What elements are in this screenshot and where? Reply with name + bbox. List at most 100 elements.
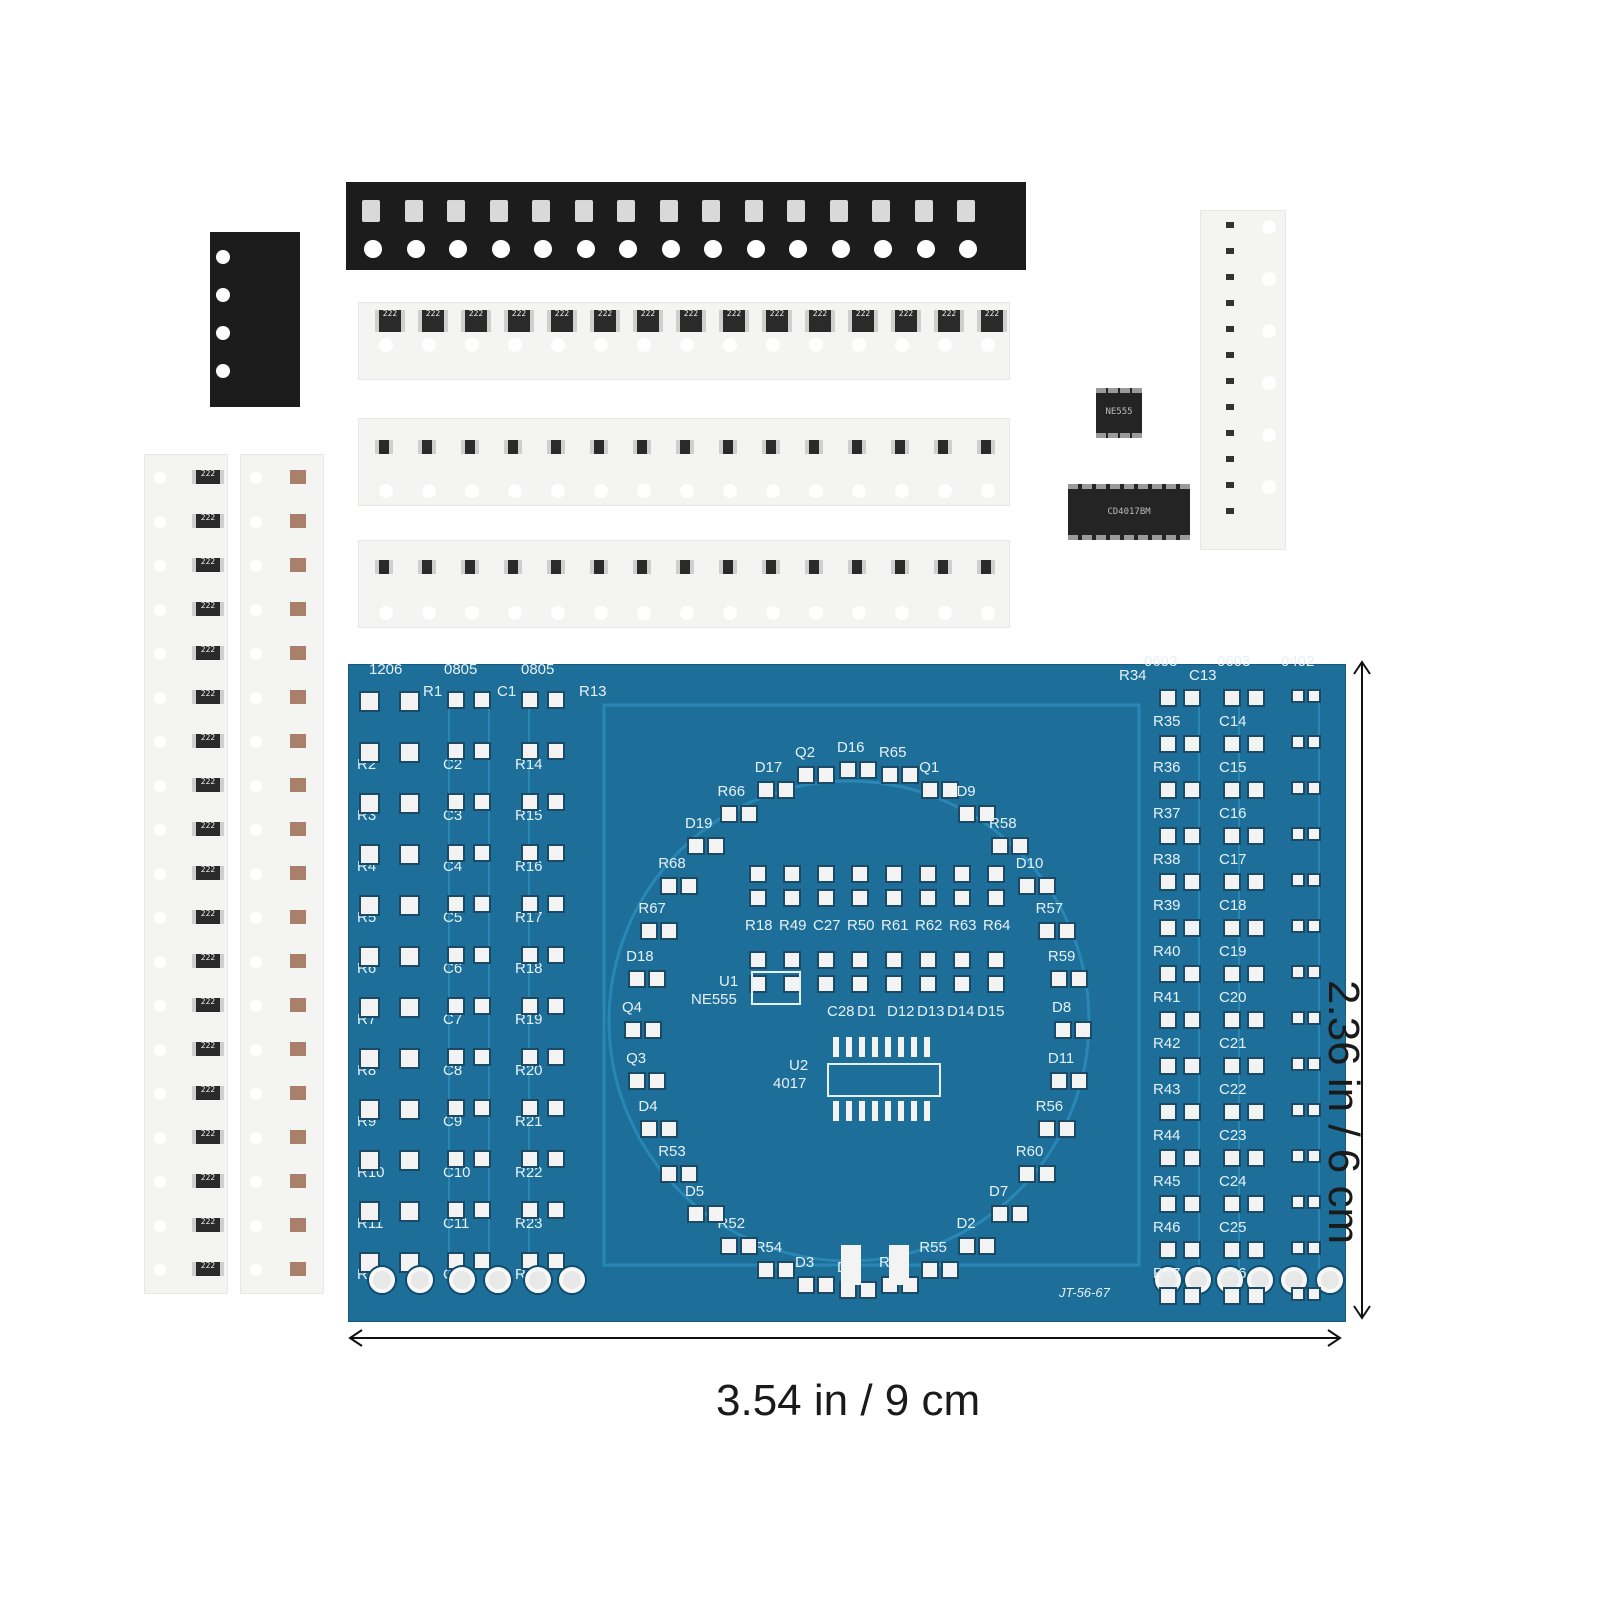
through-hole: [1317, 1267, 1343, 1293]
capacitor-chip: [290, 514, 306, 528]
resistor-chip: 222: [633, 310, 663, 332]
solder-pad: [776, 1261, 795, 1280]
small-chip: [1226, 300, 1234, 306]
resistor-marking: 222: [200, 1261, 216, 1270]
ring-component-label: D18: [626, 948, 654, 966]
solder-pad: [1247, 781, 1265, 799]
solder-pad: [1159, 1011, 1177, 1029]
solder-pad: [919, 951, 937, 969]
resistor-chip: [762, 440, 780, 454]
solder-pad: [660, 876, 679, 895]
tape-hole: [250, 1132, 262, 1144]
component-label: D13: [917, 1003, 945, 1020]
solder-pad: [640, 1120, 659, 1139]
through-hole: [485, 1267, 511, 1293]
capacitor-label: C17: [1219, 851, 1247, 868]
solder-pad: [399, 1048, 420, 1069]
solder-pad: [447, 793, 465, 811]
solder-pad: [817, 765, 836, 784]
solder-pad: [1291, 873, 1305, 887]
width-label: 3.54 in / 9 cm: [716, 1376, 981, 1425]
capacitor-label: C1: [497, 683, 517, 700]
solder-pad: [473, 793, 491, 811]
solder-pad: [880, 765, 899, 784]
solder-pad: [1183, 965, 1201, 983]
solder-pad: [987, 975, 1005, 993]
tape-hole: [874, 240, 892, 258]
solder-pad: [473, 997, 491, 1015]
tape-hole: [938, 484, 952, 498]
solder-pad: [1159, 1195, 1177, 1213]
tape-hole: [250, 1220, 262, 1232]
capacitor-chip: [290, 602, 306, 616]
resistor-chip: 222: [762, 310, 792, 332]
tape-hole: [594, 484, 608, 498]
tape-hole: [594, 338, 608, 352]
capacitor-label: C8: [443, 1062, 463, 1079]
ring-component-label: Q4: [622, 999, 643, 1016]
solder-pad: [1291, 781, 1305, 795]
size-label: 1206: [369, 661, 403, 678]
solder-pad: [1011, 1204, 1030, 1223]
tape-hole: [895, 484, 909, 498]
led-component: [659, 200, 678, 222]
ic-label: 4017: [773, 1075, 807, 1092]
solder-pad: [547, 997, 565, 1015]
solder-pad: [473, 1150, 491, 1168]
resistor-chip: 222: [891, 310, 921, 332]
resistor-label: R38: [1153, 851, 1181, 868]
solder-pad: [628, 970, 647, 989]
solder-pad: [1223, 1149, 1241, 1167]
solder-pad: [941, 780, 960, 799]
solder-pad: [648, 970, 667, 989]
capacitor-label: C13: [1189, 667, 1217, 684]
tape-hole: [938, 606, 952, 620]
tape-hole: [449, 240, 467, 258]
tape-hole: [766, 338, 780, 352]
component-label: R62: [915, 917, 943, 934]
solder-pad: [1037, 876, 1056, 895]
solder-pad: [686, 837, 705, 856]
ic-label: U2: [789, 1057, 809, 1074]
tape-hole: [809, 484, 823, 498]
solder-pad: [941, 1261, 960, 1280]
resistor-chip: [848, 440, 866, 454]
solder-pad: [473, 946, 491, 964]
solder-pad: [1049, 1071, 1068, 1090]
solder-pad: [1183, 1241, 1201, 1259]
tape-hole: [154, 560, 166, 572]
ring-component-label: R59: [1047, 948, 1076, 966]
resistor-chip: [418, 440, 436, 454]
resistor-chip: [891, 560, 909, 574]
tape-hole: [154, 692, 166, 704]
tape-hole: [154, 1264, 166, 1276]
resistor-chip: 222: [590, 310, 620, 332]
resistor-chip: [633, 560, 651, 574]
solder-pad: [359, 742, 380, 763]
tape-hole: [594, 606, 608, 620]
ic-bottom-marking: CD4017BM: [1107, 507, 1151, 517]
solder-pad: [1247, 735, 1265, 753]
resistor-label: R1: [423, 683, 443, 700]
solder-pad: [359, 946, 380, 967]
solder-pad: [1307, 919, 1321, 933]
resistor-chip: [676, 560, 694, 574]
resistor-chip: [590, 560, 608, 574]
capacitor-label: C21: [1219, 1035, 1247, 1052]
ic-footprint-u2: [827, 1063, 941, 1097]
size-label: 0603: [1144, 653, 1178, 670]
solder-pad: [1307, 1195, 1321, 1209]
solder-pad: [660, 1165, 679, 1184]
solder-pad: [447, 691, 465, 709]
battery-pad-minus: [889, 1245, 909, 1285]
component-label: R63: [949, 917, 977, 934]
solder-pad: [919, 865, 937, 883]
solder-pad: [1247, 919, 1265, 937]
resistor-chip: [547, 440, 565, 454]
resistor-label: R16: [515, 858, 543, 875]
tape-hole: [723, 338, 737, 352]
solder-pad: [1223, 735, 1241, 753]
tape-hole: [938, 338, 952, 352]
ring-component-label: R68: [658, 854, 686, 872]
solder-pad: [447, 1201, 465, 1219]
